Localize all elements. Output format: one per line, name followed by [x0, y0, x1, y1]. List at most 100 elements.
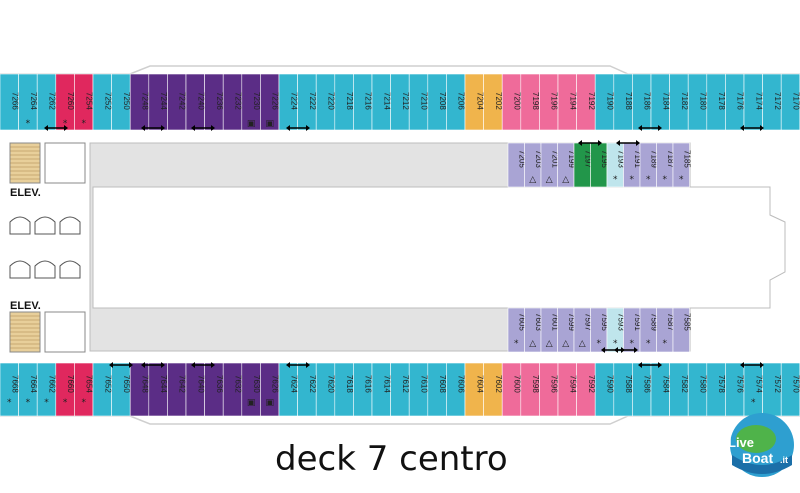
- cabin-7592: 7592: [576, 362, 596, 417]
- elevator-car: [9, 216, 31, 235]
- arrow-head: [616, 140, 620, 146]
- arrow-head: [636, 140, 640, 146]
- elevator-car: [34, 216, 56, 235]
- cabin-7605: 7605*: [507, 307, 526, 353]
- cabin-7264: 7264*: [18, 73, 38, 131]
- cabin-number: 7220: [327, 92, 336, 110]
- cabin-number: 7198: [531, 92, 540, 110]
- elevator-label-top: ELEV.: [10, 187, 41, 199]
- cabin-number: 7254: [85, 92, 94, 110]
- cabin-symbol: *: [630, 339, 635, 349]
- cabin-number: 7216: [364, 92, 373, 110]
- cabin-7618: 7618: [334, 362, 354, 417]
- cabin-fill: [672, 307, 690, 353]
- cabin-7614: 7614: [371, 362, 391, 417]
- cabin-number: 7604: [475, 375, 484, 393]
- cabin-symbol: *: [63, 119, 68, 129]
- cabin-7593: 7593*: [606, 307, 625, 353]
- cabin-number: 7197: [583, 150, 592, 168]
- cabin-number: 7662: [48, 375, 57, 393]
- cabin-number: 7226: [271, 92, 280, 110]
- cabin-number: 7626: [271, 375, 280, 393]
- cabin-number: 7608: [438, 375, 447, 393]
- cabin-number: 7648: [141, 375, 150, 393]
- cabin-7600: 7600: [501, 362, 522, 417]
- cabin-number: 7606: [457, 375, 466, 393]
- cabin-7599: 7599△: [557, 307, 576, 353]
- cabin-number: 7618: [345, 375, 354, 393]
- arrow-head: [161, 362, 165, 368]
- cabin-number: 7650: [122, 375, 131, 393]
- cabin-symbol: *: [751, 398, 756, 408]
- cabin-number: 7236: [215, 92, 224, 110]
- arrow-head: [211, 125, 215, 131]
- arrow-head: [141, 125, 145, 131]
- cabin-number: 7620: [327, 375, 336, 393]
- cabin-number: 7601: [550, 313, 559, 331]
- cabin-fill: [672, 142, 690, 188]
- cabin-7642: 7642: [167, 362, 187, 417]
- connecting-door-arrows: [44, 125, 764, 368]
- cabin-number: 7582: [680, 375, 689, 393]
- cabin-7199: 7199△: [557, 142, 576, 188]
- arrow-head: [109, 362, 113, 368]
- cabin-number: 7603: [534, 313, 543, 331]
- cabin-7185: 7185*: [672, 142, 691, 188]
- cabin-number: 7644: [159, 375, 168, 393]
- cabin-number: 7574: [754, 375, 763, 393]
- logo-text-suffix: .it: [780, 455, 788, 465]
- cabin-7591: 7591*: [623, 307, 642, 353]
- cabin-symbol: *: [613, 339, 618, 349]
- cabin-7193: 7193*: [606, 142, 625, 188]
- cabin-number: 7193: [616, 150, 625, 168]
- elevator-label-bottom: ELEV.: [10, 300, 41, 312]
- cabin-7603: 7603△: [524, 307, 543, 353]
- upper-corridor: [0, 130, 800, 140]
- cabin-symbol: △: [562, 175, 569, 185]
- cabin-number: 7260: [66, 92, 75, 110]
- arrow-head: [658, 125, 662, 131]
- cabin-7266: 7266: [0, 73, 19, 131]
- cabin-number: 7214: [382, 92, 391, 110]
- cabin-7596: 7596: [539, 362, 559, 417]
- cabin-number: 7605: [517, 313, 526, 331]
- cabin-symbol: △: [562, 339, 569, 349]
- cabin-number: 7600: [513, 375, 522, 393]
- cabin-number: 7592: [587, 375, 596, 393]
- cabin-number: 7584: [661, 375, 670, 393]
- cabin-number: 7580: [699, 375, 708, 393]
- cabin-symbol: ▣: [265, 398, 274, 408]
- cabin-number: 7194: [568, 92, 577, 110]
- cabin-number: 7610: [420, 375, 429, 393]
- cabin-7202: 7202: [483, 73, 503, 131]
- cabin-7620: 7620: [315, 362, 336, 417]
- cabin-7182: 7182: [669, 73, 689, 131]
- cabin-7240: 7240: [185, 73, 205, 131]
- cabin-7250: 7250: [111, 73, 131, 131]
- cabin-number: 7218: [345, 92, 354, 110]
- cabin-7578: 7578: [706, 362, 726, 417]
- cabin-7178: 7178: [706, 73, 726, 131]
- cabin-number: 7184: [661, 92, 670, 110]
- cabin-number: 7622: [308, 375, 317, 393]
- cabin-number: 7576: [736, 375, 745, 393]
- cabin-number: 7585: [682, 313, 691, 331]
- cabin-number: 7578: [717, 375, 726, 393]
- cabin-number: 7208: [438, 92, 447, 110]
- cabin-7191: 7191*: [623, 142, 642, 188]
- cabin-number: 7172: [773, 92, 782, 110]
- cabin-7216: 7216: [353, 73, 373, 131]
- cabin-7622: 7622: [297, 362, 317, 417]
- cabin-7196: 7196: [539, 73, 559, 131]
- cabin-number: 7594: [568, 375, 577, 393]
- cabin-symbol: ▣: [265, 119, 274, 129]
- cabin-7198: 7198: [520, 73, 540, 131]
- cabin-7640: 7640: [185, 362, 205, 417]
- arrow-head: [191, 125, 195, 131]
- cabin-number: 7186: [643, 92, 652, 110]
- cabin-7236: 7236: [204, 73, 224, 131]
- cabin-number: 7192: [587, 92, 596, 110]
- cabin-7186: 7186: [632, 73, 652, 131]
